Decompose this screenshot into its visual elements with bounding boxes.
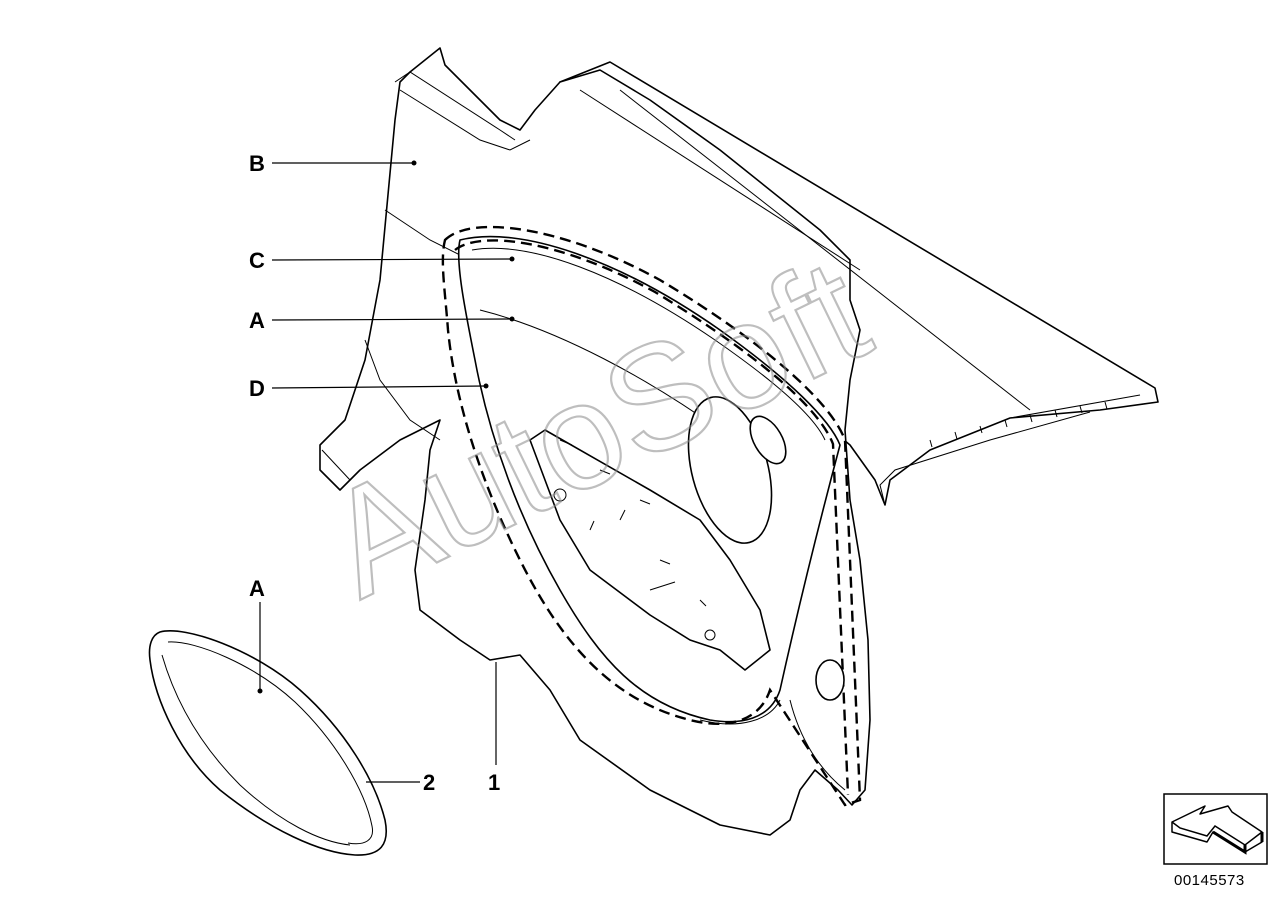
callout-2: 2 xyxy=(423,770,435,795)
leader-d xyxy=(271,385,486,389)
callout-a-upper: A xyxy=(249,308,265,333)
speaker-cover-part-2 xyxy=(148,630,387,856)
callout-1: 1 xyxy=(488,770,500,795)
leader-lines xyxy=(257,160,515,783)
callout-b: B xyxy=(249,151,265,176)
leader-a-upper xyxy=(271,318,512,321)
vehicle-orientation-arrow-icon xyxy=(1163,793,1268,865)
callout-labels: B C A D A 2 1 xyxy=(249,151,500,795)
seal-strip-d xyxy=(441,225,862,807)
document-number: 00145573 xyxy=(1174,872,1245,889)
leader-c xyxy=(271,258,512,261)
callout-c: C xyxy=(249,248,265,273)
callout-a-lower: A xyxy=(249,576,265,601)
panel-inner-details xyxy=(529,396,846,791)
callout-d: D xyxy=(249,376,265,401)
